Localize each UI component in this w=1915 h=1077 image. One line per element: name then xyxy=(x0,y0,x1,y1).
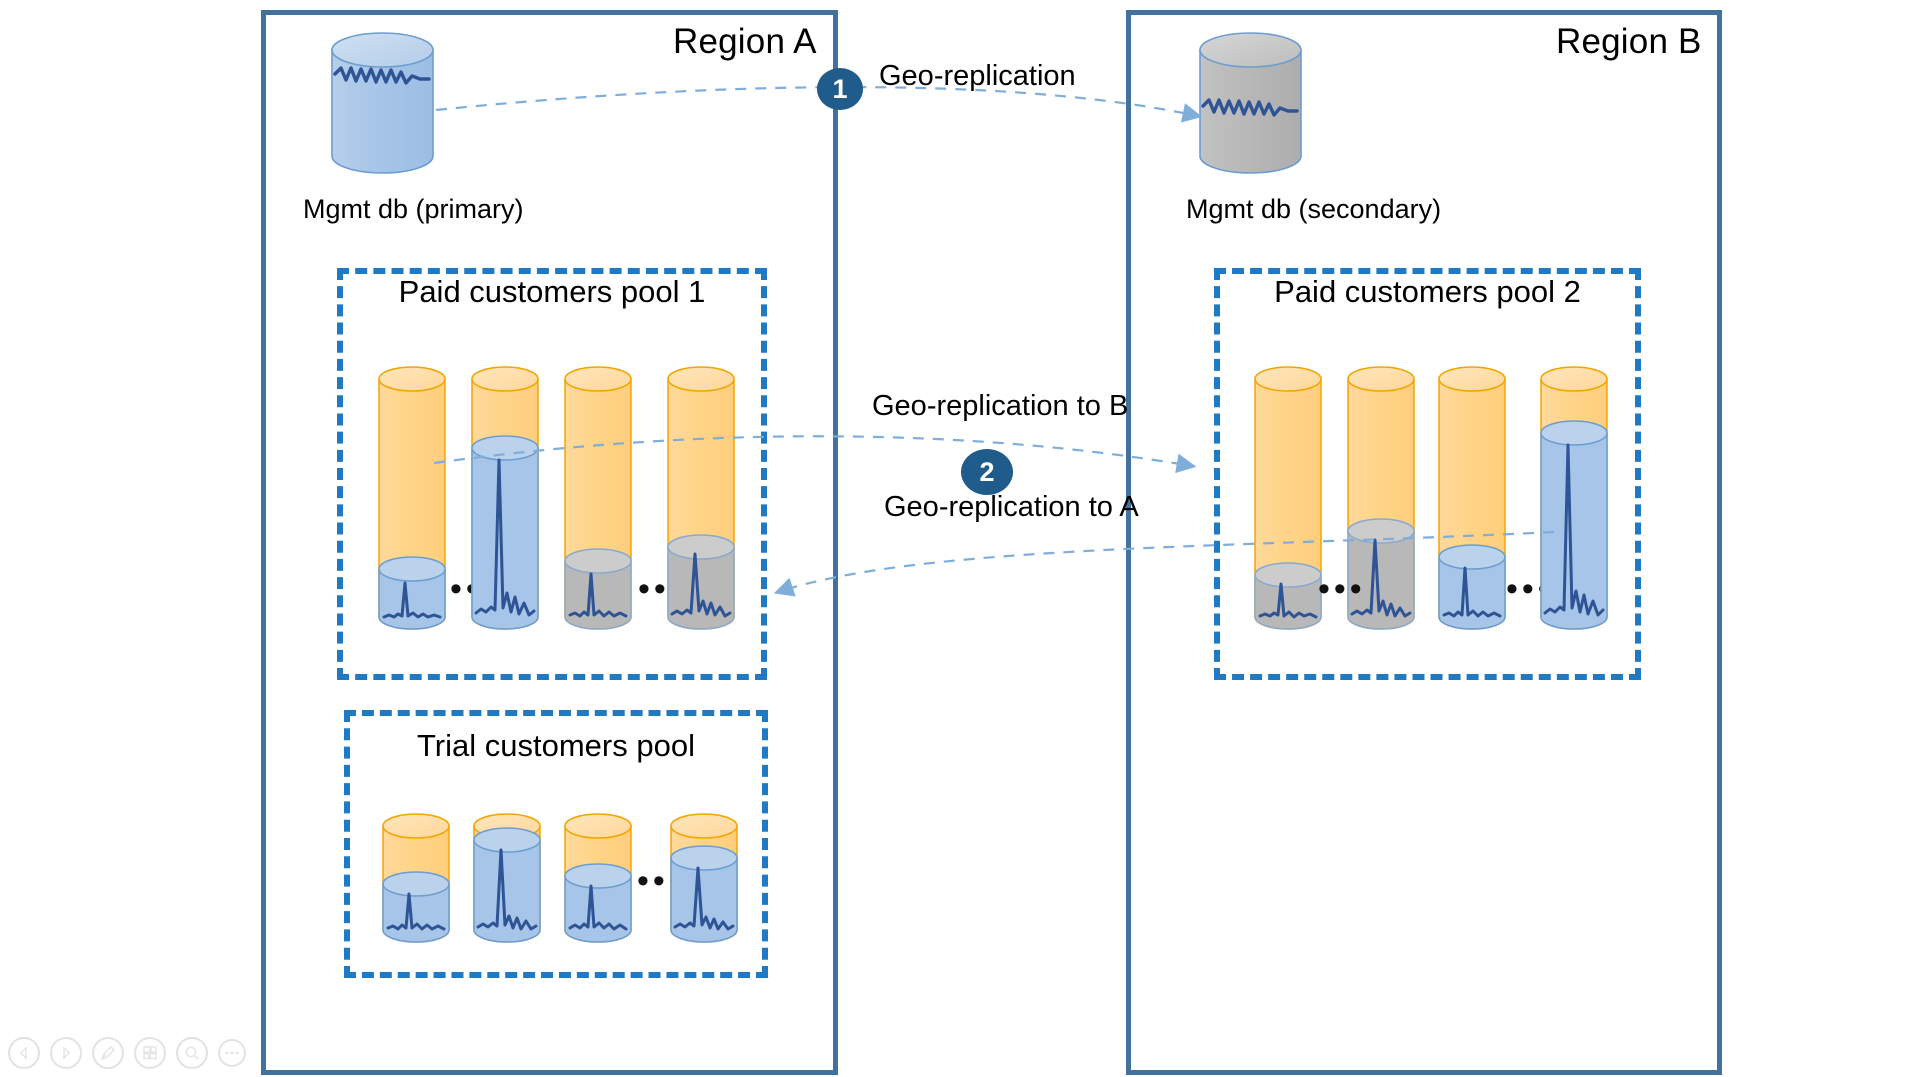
mgmt-db-secondary-cylinder xyxy=(1198,32,1303,174)
paid-pool-2-cylinder-3 xyxy=(1437,365,1507,645)
region-b-title: Region B xyxy=(1556,22,1702,61)
trial-pool-cylinder-3 xyxy=(563,812,633,952)
more-dots-icon[interactable] xyxy=(218,1039,246,1067)
trial-pool-cylinder-4 xyxy=(669,812,739,952)
paid-pool-1-box xyxy=(337,268,767,680)
magnifier-icon[interactable] xyxy=(176,1037,208,1069)
layout-grid-icon[interactable] xyxy=(134,1037,166,1069)
paid-pool-2-title: Paid customers pool 2 xyxy=(1274,274,1581,309)
paid-pool-1-cylinder-4 xyxy=(666,365,736,645)
trial-pool-box xyxy=(344,710,768,978)
paid-pool-1-cylinder-1 xyxy=(377,365,447,645)
mgmt-db-secondary-label: Mgmt db (secondary) xyxy=(1186,194,1442,224)
paid-pool-2-cylinder-4 xyxy=(1539,365,1609,645)
bottom-toolbar xyxy=(8,1037,246,1069)
region-a-title: Region A xyxy=(673,22,817,61)
paid-pool-2-ellipsis-1: ••• xyxy=(1318,570,1366,608)
flow-2b-label: Geo-replication to A xyxy=(884,491,1139,523)
paid-pool-1-cylinder-2 xyxy=(470,365,540,645)
flow-2a-label: Geo-replication to B xyxy=(872,390,1129,422)
trial-pool-title: Trial customers pool xyxy=(417,728,695,763)
flow-1-label: Geo-replication xyxy=(879,60,1076,92)
next-arrow-icon[interactable] xyxy=(50,1037,82,1069)
flow-2-step-badge[interactable]: 2 xyxy=(961,449,1013,495)
previous-arrow-icon[interactable] xyxy=(8,1037,40,1069)
paid-pool-2-cylinder-1 xyxy=(1253,365,1323,645)
paid-pool-1-cylinder-3 xyxy=(563,365,633,645)
trial-pool-cylinder-2 xyxy=(472,812,542,952)
pen-icon[interactable] xyxy=(92,1037,124,1069)
mgmt-db-primary-label: Mgmt db (primary) xyxy=(303,194,524,224)
flow-1-step-badge[interactable]: 1 xyxy=(817,68,863,110)
trial-pool-cylinder-1 xyxy=(381,812,451,952)
mgmt-db-primary-cylinder xyxy=(330,32,435,174)
paid-pool-1-title: Paid customers pool 1 xyxy=(398,274,706,309)
paid-pool-2-box xyxy=(1214,268,1641,680)
